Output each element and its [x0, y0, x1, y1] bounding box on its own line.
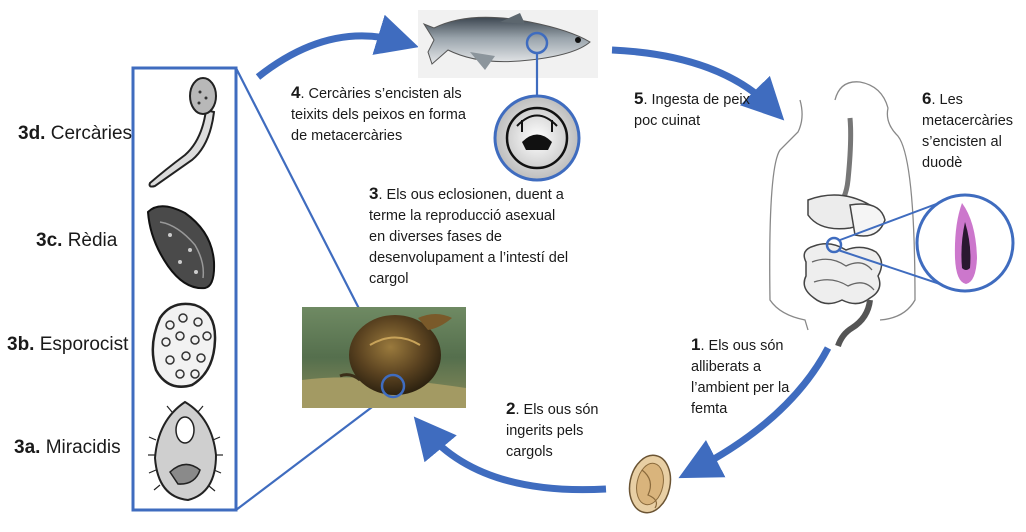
stage-name: Rèdia	[67, 230, 118, 251]
stage-label-sporocyst: 3b. Esporocist	[7, 334, 128, 356]
arrow-fish-to-human	[611, 46, 785, 121]
duodenum-metacercaria-zoom	[915, 193, 1015, 293]
snail-zoom-spot	[380, 373, 406, 399]
fish-zoom-spot	[525, 31, 549, 55]
step-5-text: 5. Ingesta de peix poc cuinat	[634, 88, 754, 132]
stage-label-cercaria: 3d. Cercàries	[18, 123, 132, 145]
step-number: 1	[691, 335, 701, 354]
stage-code: 3c.	[36, 230, 63, 251]
stage-name: Miracidis	[45, 437, 121, 458]
step-description: . Els ous són ingerits pels cargols	[506, 402, 599, 460]
step-number: 5	[634, 89, 644, 108]
miracidium-illustration	[148, 400, 223, 502]
arrow-egg-to-snail	[413, 416, 607, 494]
step-description: . Ingesta de peix poc cuinat	[634, 92, 750, 129]
human-digestive-tract	[769, 81, 916, 348]
snail-photo	[302, 307, 466, 408]
step-6-text: 6. Les metacercàries s’encisten al duodè	[922, 88, 1022, 174]
step-description: . Cercàries s’encisten als teixits dels …	[291, 86, 466, 144]
step-1-text: 1. Els ous són alliberats a l’ambient pe…	[691, 334, 791, 420]
redia-illustration	[146, 205, 216, 290]
cercaria-illustration	[148, 77, 217, 188]
step-number: 3	[369, 184, 379, 203]
stage-code: 3a.	[14, 437, 41, 458]
arrow-human-to-egg	[678, 346, 832, 479]
metacercaria-cyst-zoom	[493, 94, 581, 182]
step-4-text: 4. Cercàries s’encisten als teixits dels…	[291, 82, 476, 147]
stage-label-redia: 3c. Rèdia	[36, 230, 117, 252]
stage-label-miracidium: 3a. Miracidis	[14, 437, 121, 459]
arrow-cercaria-to-fish	[255, 14, 419, 80]
step-number: 4	[291, 83, 301, 102]
zoom-line-bottom	[235, 394, 389, 511]
stage-code: 3b.	[7, 334, 35, 355]
step-number: 2	[506, 399, 516, 418]
step-2-text: 2. Els ous són ingerits pels cargols	[506, 398, 601, 463]
step-description: . Els ous eclosionen, duent a terme la r…	[369, 187, 569, 287]
stage-code: 3d.	[18, 123, 46, 144]
sporocyst-illustration	[151, 302, 217, 388]
step-3-text: 3. Els ous eclosionen, duent a terme la …	[369, 183, 569, 290]
step-number: 6	[922, 89, 932, 108]
step-description: . Els ous són alliberats a l’ambient per…	[691, 338, 790, 417]
stage-name: Cercàries	[50, 123, 133, 144]
step-description: . Les metacercàries s’encisten al duodè	[922, 92, 1014, 171]
egg-illustration	[628, 454, 672, 514]
stage-name: Esporocist	[39, 334, 129, 355]
fish-photo	[418, 10, 598, 78]
